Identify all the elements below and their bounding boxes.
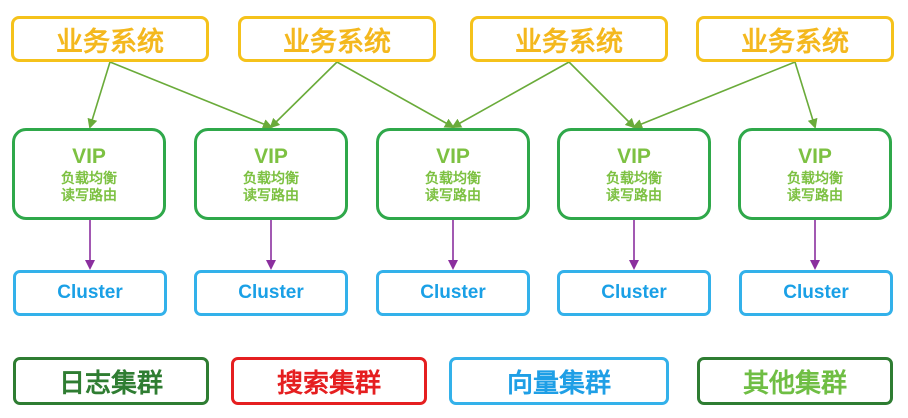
arrow-biz2-vip3 [336,61,455,128]
vip-load-balance: 负载均衡 [787,170,843,186]
arrow-biz4-vip5 [794,61,818,129]
vip-node-4: VIP 负载均衡 读写路由 [557,128,711,220]
vip-node-3: VIP 负载均衡 读写路由 [376,128,530,220]
cluster-3: Cluster [376,270,530,316]
legend-log-cluster: 日志集群 [13,357,209,405]
arrow-biz2-vip2 [269,61,338,129]
legend-other-cluster: 其他集群 [697,357,893,405]
vip-load-balance: 负载均衡 [606,170,662,186]
business-system-4: 业务系统 [696,16,894,62]
arrow-biz3-vip4 [568,61,636,129]
vip-load-balance: 负载均衡 [61,170,117,186]
vip-title: VIP [617,145,651,168]
vip-rw-routing: 读写路由 [61,187,117,203]
cluster-2: Cluster [194,270,348,316]
cluster-4: Cluster [557,270,711,316]
vip-title: VIP [798,145,832,168]
business-system-2: 业务系统 [238,16,436,62]
vip-load-balance: 负载均衡 [243,170,299,186]
legend-search-cluster: 搜索集群 [231,357,427,405]
cluster-1: Cluster [13,270,167,316]
business-system-3: 业务系统 [470,16,668,62]
vip-rw-routing: 读写路由 [787,187,843,203]
vip-rw-routing: 读写路由 [243,187,299,203]
arrow-biz4-vip4 [632,61,796,129]
arrow-biz1-vip1 [87,61,111,129]
legend-vector-cluster: 向量集群 [449,357,669,405]
vip-title: VIP [254,145,288,168]
vip-rw-routing: 读写路由 [606,187,662,203]
arrow-biz1-vip2 [109,61,273,129]
vip-node-1: VIP 负载均衡 读写路由 [12,128,166,220]
business-system-1: 业务系统 [11,16,209,62]
vip-node-2: VIP 负载均衡 读写路由 [194,128,348,220]
vip-node-5: VIP 负载均衡 读写路由 [738,128,892,220]
vip-load-balance: 负载均衡 [425,170,481,186]
vip-rw-routing: 读写路由 [425,187,481,203]
vip-title: VIP [436,145,470,168]
arrow-biz3-vip3 [451,61,570,128]
vip-title: VIP [72,145,106,168]
cluster-5: Cluster [739,270,893,316]
